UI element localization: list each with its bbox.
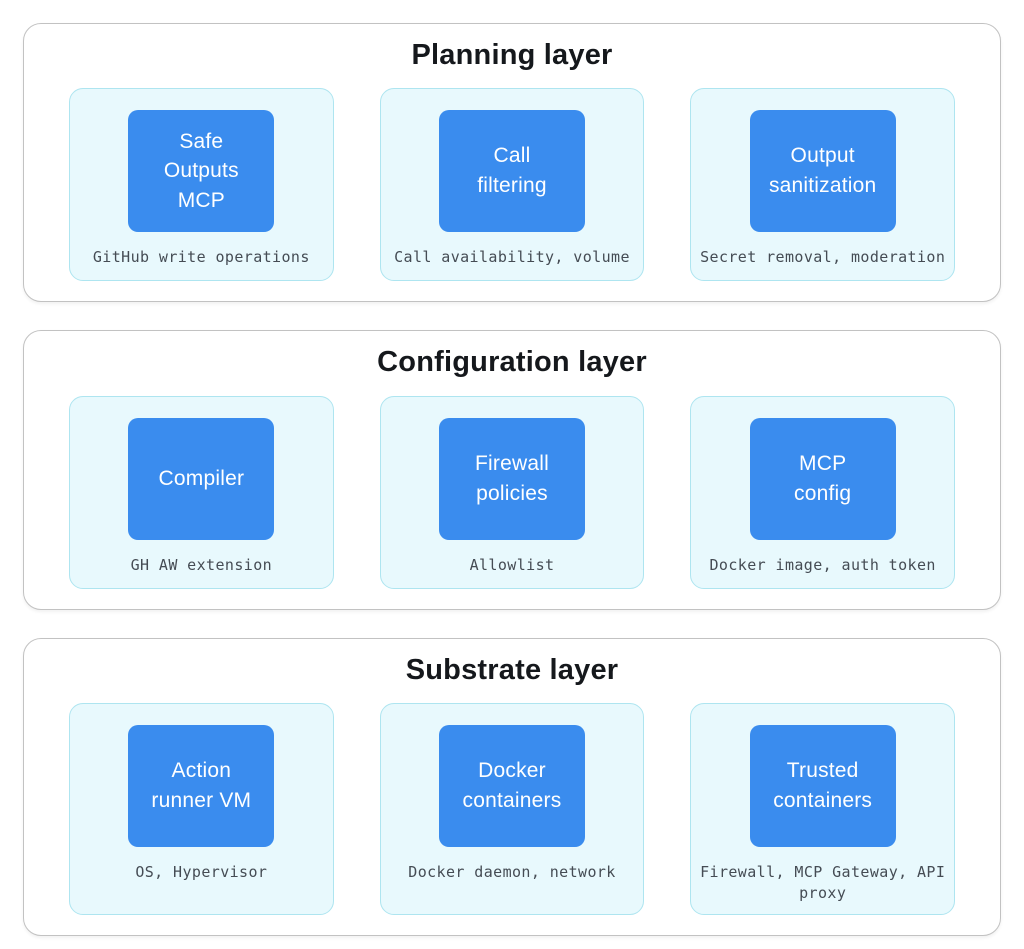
card-trusted-containers: Trusted containers Firewall, MCP Gateway… (690, 702, 956, 915)
card-block: Output sanitization (749, 110, 896, 233)
layer-title: Planning layer (411, 39, 613, 71)
card-compiler: Compiler GH AW extension (69, 395, 334, 589)
card-subtitle: Firewall, MCP Gateway, API proxy (700, 862, 946, 902)
cards-row: Compiler GH AW extension Firewall polici… (69, 395, 956, 589)
card-block: Action runner VM (128, 724, 275, 847)
layer-title: Configuration layer (377, 346, 647, 379)
card-block: Safe Outputs MCP (128, 110, 275, 233)
layer-panel-configuration: Configuration layer Compiler GH AW exten… (23, 330, 1001, 610)
card-block: Call filtering (439, 110, 585, 233)
card-subtitle: Docker daemon, network (408, 862, 616, 881)
card-call-filtering: Call filtering Call availability, volume (379, 88, 645, 282)
card-subtitle: Secret removal, moderation (700, 248, 946, 267)
card-docker-containers: Docker containers Docker daemon, network (379, 702, 645, 915)
layer-panel-planning: Planning layer Safe Outputs MCP GitHub w… (23, 23, 1001, 303)
card-mcp-config: MCP config Docker image, auth token (690, 395, 956, 589)
cards-row: Safe Outputs MCP GitHub write operations… (69, 88, 956, 282)
card-subtitle: Docker image, auth token (709, 555, 936, 574)
layer-panel-substrate: Substrate layer Action runner VM OS, Hyp… (23, 637, 1001, 936)
card-subtitle: Call availability, volume (394, 248, 630, 267)
layer-title: Substrate layer (405, 653, 619, 686)
card-firewall-policies: Firewall policies Allowlist (379, 395, 645, 589)
card-output-sanitization: Output sanitization Secret removal, mode… (690, 88, 956, 282)
cards-row: Action runner VM OS, Hypervisor Docker c… (69, 702, 956, 915)
card-subtitle: OS, Hypervisor (135, 862, 268, 881)
card-block: MCP config (749, 417, 896, 540)
card-block: Docker containers (439, 724, 585, 847)
card-subtitle: Allowlist (469, 555, 555, 574)
card-subtitle: GH AW extension (130, 555, 273, 574)
card-block: Firewall policies (439, 417, 585, 540)
card-safe-outputs-mcp: Safe Outputs MCP GitHub write operations (69, 88, 334, 282)
card-action-runner-vm: Action runner VM OS, Hypervisor (69, 702, 334, 915)
card-block: Compiler (128, 417, 275, 540)
card-subtitle: GitHub write operations (92, 248, 310, 267)
card-block: Trusted containers (749, 724, 896, 847)
